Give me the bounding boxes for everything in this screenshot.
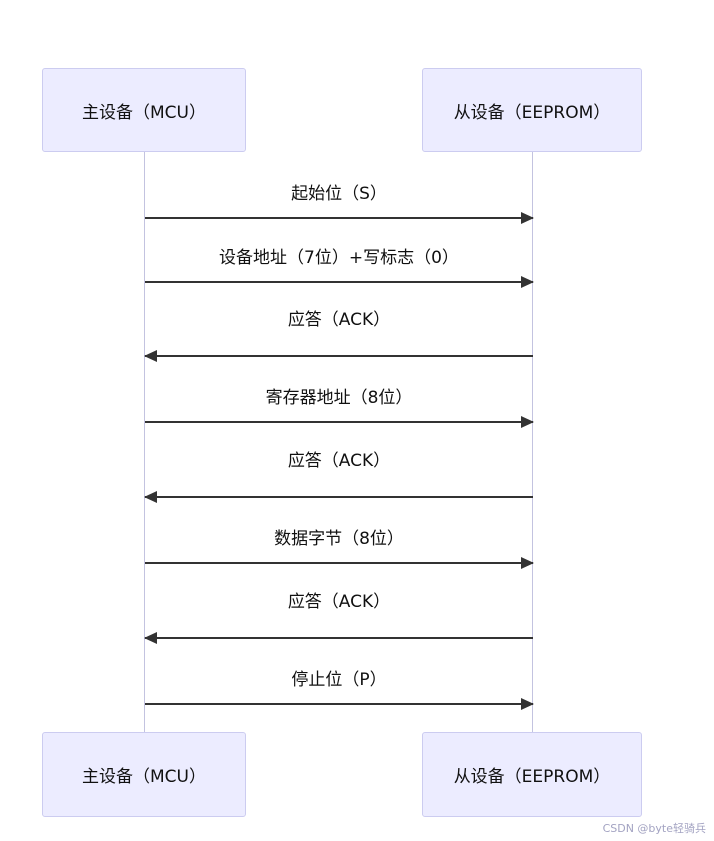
message-label: 应答（ACK） (287, 451, 391, 471)
message-label: 设备地址（7位）+写标志（0） (219, 248, 459, 268)
message-label: 数据字节（8位） (274, 529, 404, 549)
actor-slave-bottom: 从设备（EEPROM） (422, 732, 642, 817)
actor-master-label: 主设备（MCU） (82, 102, 206, 123)
message-label: 寄存器地址（8位） (265, 388, 413, 408)
actor-master-top: 主设备（MCU） (42, 68, 246, 152)
actor-master-bottom: 主设备（MCU） (42, 732, 246, 817)
message-arrow (145, 212, 534, 224)
message: 停止位（P） (145, 667, 534, 710)
message: 设备地址（7位）+写标志（0） (145, 245, 534, 288)
message-label: 起始位（S） (291, 184, 387, 204)
message: 寄存器地址（8位） (145, 385, 534, 428)
actor-slave-top: 从设备（EEPROM） (422, 68, 642, 152)
message-arrow (144, 491, 533, 503)
actor-slave-label: 从设备（EEPROM） (453, 767, 611, 787)
message-arrow (145, 557, 534, 569)
lifeline-slave (532, 152, 533, 732)
lifeline-master (144, 152, 145, 732)
message-arrow (144, 350, 533, 362)
message: 起始位（S） (145, 181, 534, 224)
message-label: 停止位（P） (291, 670, 387, 690)
message-arrow (145, 276, 534, 288)
watermark: CSDN @byte轻骑兵 (602, 822, 706, 835)
message: 应答（ACK） (144, 307, 533, 362)
message: 数据字节（8位） (145, 526, 534, 569)
actor-master-label: 主设备（MCU） (82, 767, 206, 787)
actor-slave-label: 从设备（EEPROM） (453, 102, 611, 123)
message: 应答（ACK） (144, 448, 533, 503)
message-arrow (145, 698, 534, 710)
message-label: 应答（ACK） (287, 310, 391, 330)
message-arrow (144, 632, 533, 644)
message: 应答（ACK） (144, 589, 533, 644)
message-label: 应答（ACK） (287, 592, 391, 612)
message-arrow (145, 416, 534, 428)
